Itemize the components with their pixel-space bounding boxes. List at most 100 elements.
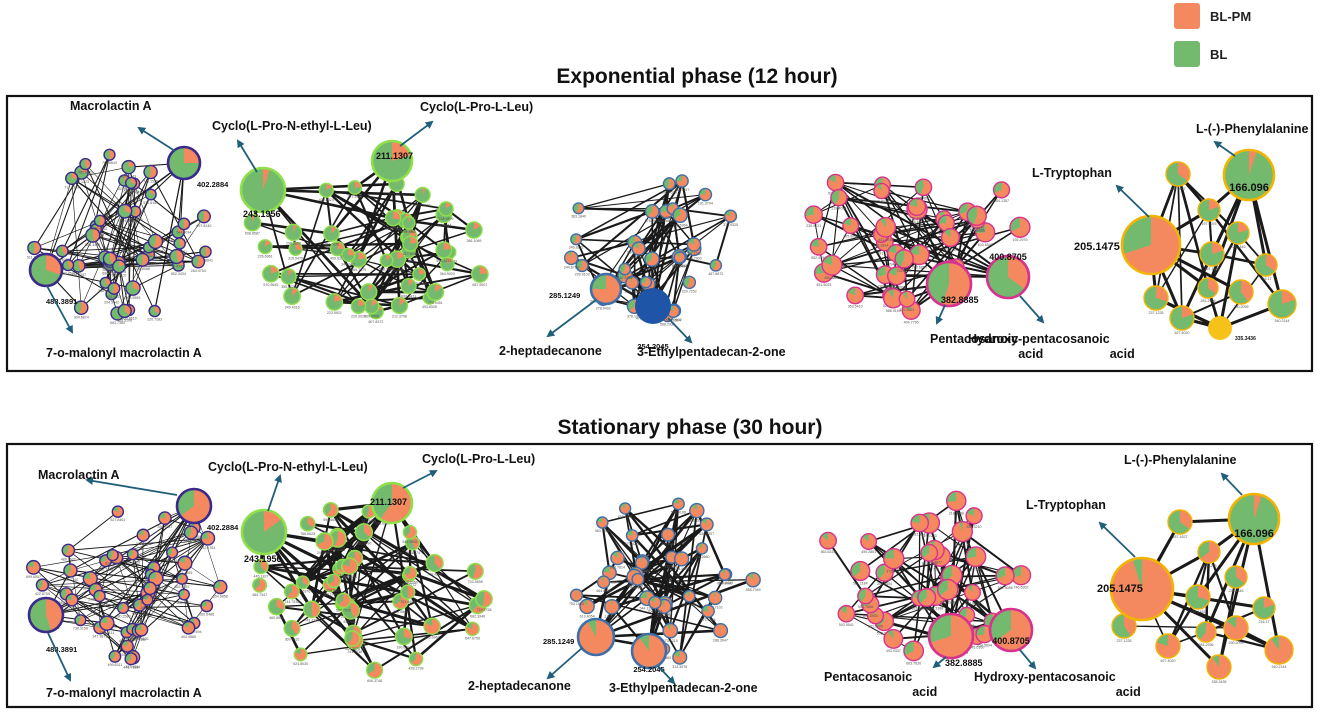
network-node: 197.1293 xyxy=(1197,540,1221,568)
network-node: 627.4020 xyxy=(1169,305,1195,335)
node-mass-label: 558.7949 xyxy=(746,588,761,592)
network-node: 650.3850 xyxy=(821,254,843,280)
network-node: 372.8745 xyxy=(883,548,905,574)
node-mass-label: 424.4844 xyxy=(393,610,408,614)
phase-title-exponential: Exponential phase (12 hour) xyxy=(556,65,837,88)
node-mass-label: 662.4361 xyxy=(176,601,191,605)
node-mass-label: 545.3958 xyxy=(940,601,955,605)
node-bl-pm-slice xyxy=(133,206,141,217)
node-mass-label: 524.8030 xyxy=(293,662,308,666)
callout-pentacosanoic-acid-s: Pentacosanoicacid xyxy=(824,670,937,699)
network-edge xyxy=(663,573,727,608)
callouts-stationary: Macrolactin A 7-o-malonyl macrolactin A … xyxy=(38,452,1237,700)
network-node: 219.4094 xyxy=(830,189,848,211)
node-bl-pm-slice xyxy=(860,533,877,550)
hub-node-label: 243.1956 xyxy=(243,209,281,219)
node-mass-label: 299.9103 xyxy=(575,272,590,276)
hub-node-bl-pm-slice xyxy=(1111,558,1174,620)
node-bl-pm-slice xyxy=(405,525,417,539)
network-node: 419.9132 xyxy=(625,275,640,294)
node-ring xyxy=(147,233,164,250)
node-ring xyxy=(177,588,190,601)
node-ring xyxy=(625,529,639,542)
node-ring xyxy=(1009,216,1031,238)
node-mass-label: 228.1445 xyxy=(1231,245,1246,249)
node-mass-label: 459.6322 xyxy=(330,257,345,261)
network-edge xyxy=(81,172,126,212)
network-node: 738.3158 xyxy=(73,614,88,631)
node-mass-label: 570.9645 xyxy=(263,283,278,287)
network-edge xyxy=(647,503,680,652)
node-ring xyxy=(390,296,409,315)
network-node: 228.1445 xyxy=(1226,221,1250,249)
network-node: 558.1157 xyxy=(675,174,689,192)
network-node: 221.1536 xyxy=(682,589,697,607)
network-node: 524.8030 xyxy=(293,647,308,666)
node-mass-label: 286.3047 xyxy=(713,638,728,642)
network-node: 463.1596 xyxy=(595,516,610,533)
node-mass-label: 436.6217 xyxy=(718,581,733,585)
node-bl-pm-slice xyxy=(908,198,926,216)
node-ring xyxy=(745,571,761,588)
network-node: 697.8140 xyxy=(196,209,211,228)
hub-node-ring xyxy=(576,617,616,657)
node-bl-slice xyxy=(360,283,377,301)
network-node: 251.9383 xyxy=(117,203,132,223)
node-mass-label: 740.3264 xyxy=(617,276,632,280)
network-node: 404.4885 xyxy=(181,620,196,639)
node-mass-label: 466.7190 xyxy=(131,638,146,642)
callout-pentacosanoic-acid: Pentacosanoicacid xyxy=(930,332,1043,361)
network-node: 428.2799 xyxy=(408,651,423,671)
node-ring xyxy=(1224,565,1248,589)
node-mass-label: 669.3102 xyxy=(112,274,127,278)
node-bl-pm-slice xyxy=(424,618,441,635)
node-bl-pm-slice xyxy=(124,204,132,214)
node-ring xyxy=(135,252,150,267)
node-bl-pm-slice xyxy=(860,588,874,604)
hub-node-label: 254.2045 xyxy=(633,665,664,674)
network-node: 369.9432 xyxy=(283,619,301,641)
node-bl-pm-slice xyxy=(846,287,864,304)
network-node: 398.2987 xyxy=(157,511,172,529)
node-mass-label: 717.5369 xyxy=(64,185,79,189)
network-node: 197.8321 xyxy=(898,290,916,312)
node-mass-label: 484.7347 xyxy=(252,593,267,597)
node-bl-pm-slice xyxy=(810,238,827,255)
node-mass-label: 347.3873 xyxy=(92,635,107,639)
network-edge xyxy=(1177,173,1209,289)
node-mass-label: 372.6028 xyxy=(965,601,980,605)
node-ring xyxy=(804,205,823,224)
network-edge xyxy=(368,273,420,294)
node-bl-pm-slice xyxy=(646,252,660,267)
node-mass-label: 271.4225 xyxy=(183,540,198,544)
network-edge xyxy=(575,180,683,240)
node-ring xyxy=(143,164,158,180)
node-mass-label: 533.3388 xyxy=(928,606,943,610)
node-bl-pm-slice xyxy=(347,630,360,647)
node-ring xyxy=(61,543,76,558)
node-bl-pm-slice xyxy=(33,241,41,255)
node-mass-label: 746.5302 xyxy=(1014,586,1029,590)
callout-3-ethylpentadecan-2-one: 3-Ethylpentadecan-2-one xyxy=(637,345,786,359)
node-bl-pm-slice xyxy=(696,542,708,554)
hub-node-243.1956: 243.1956 xyxy=(240,508,288,564)
node-ring xyxy=(625,275,640,290)
node-bl-pm-slice xyxy=(746,572,761,587)
hub-node-205.1475: 205.1475 xyxy=(1097,556,1175,622)
node-mass-label: 404.7795 xyxy=(904,320,919,324)
node-ring xyxy=(809,237,828,256)
node-bl-pm-slice xyxy=(135,623,148,636)
node-mass-label: 209.9469 xyxy=(667,318,682,322)
arrow-l-phenylalanine-s xyxy=(1220,472,1243,496)
node-ring xyxy=(718,568,732,581)
node-ring xyxy=(975,222,996,243)
arrow-7-o-malonyl-s xyxy=(47,632,72,682)
network-node: 256.6958 xyxy=(284,223,303,245)
node-mass-label: 609.8619 xyxy=(122,316,137,320)
network-edge xyxy=(835,181,1009,278)
arrow-l-phenylalanine xyxy=(1213,140,1236,157)
network-node: 613.4054 xyxy=(579,598,595,618)
network-node: 508.8587 xyxy=(243,213,262,236)
network-edge xyxy=(955,500,974,593)
node-mass-label: 741.1283 xyxy=(627,585,642,589)
